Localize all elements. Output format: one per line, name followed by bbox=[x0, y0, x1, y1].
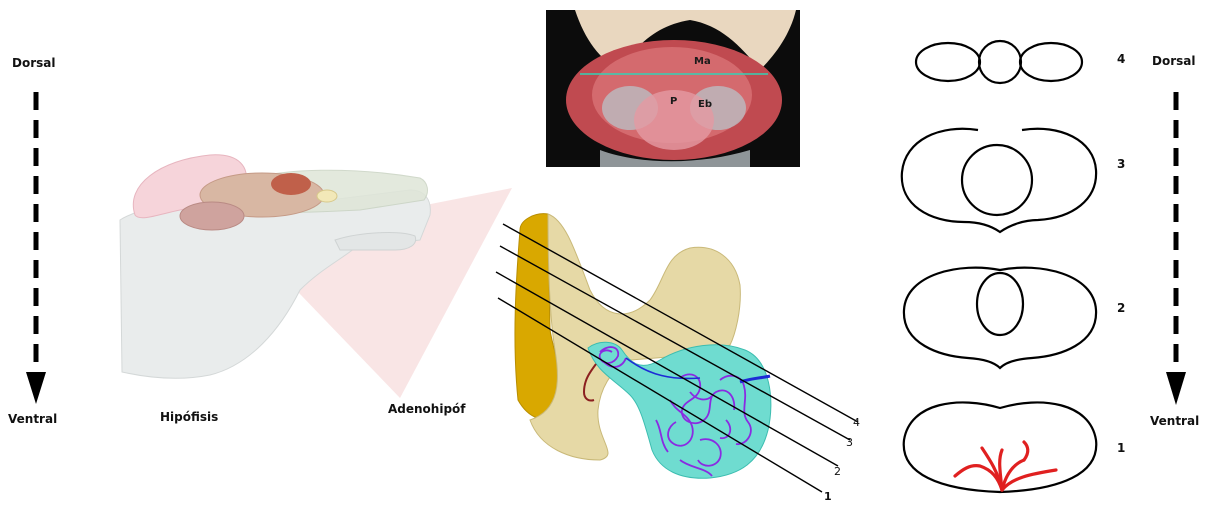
red-vessels bbox=[955, 442, 1056, 490]
dissection-photo bbox=[546, 10, 800, 167]
cross-section-1 bbox=[904, 402, 1097, 492]
photo-label-ma: Ma bbox=[694, 56, 711, 67]
cross-section-3 bbox=[902, 129, 1096, 232]
cross-section-number-2: 2 bbox=[1117, 301, 1125, 315]
cut-line-label-2: 2 bbox=[834, 465, 841, 478]
cross-section-number-1: 1 bbox=[1117, 441, 1125, 455]
cut-line-label-4: 4 bbox=[853, 416, 860, 429]
hypophysis-shape bbox=[271, 173, 311, 195]
cut-line-label-3: 3 bbox=[846, 436, 853, 449]
photo-label-p: P bbox=[670, 96, 677, 107]
right-dorsal-ventral-arrow bbox=[1166, 92, 1186, 405]
hypophysis-label: Hipófisis bbox=[160, 410, 218, 424]
right-dorsal-label: Dorsal bbox=[1152, 54, 1195, 68]
cross-section-4 bbox=[916, 41, 1082, 83]
left-dorsal-ventral-arrow bbox=[26, 92, 46, 404]
cross-section-number-3: 3 bbox=[1117, 157, 1125, 171]
photo-label-eb: Eb bbox=[698, 99, 712, 110]
adenohypophysis-section-diagram bbox=[496, 214, 858, 492]
right-ventral-label: Ventral bbox=[1150, 414, 1199, 428]
cut-line-label-1: 1 bbox=[824, 490, 832, 503]
left-ventral-label: Ventral bbox=[8, 412, 57, 426]
adenohypophysis-label: Adenohipóf bbox=[388, 402, 466, 416]
cross-section-number-4: 4 bbox=[1117, 52, 1125, 66]
left-dorsal-label: Dorsal bbox=[12, 56, 55, 70]
cross-section-2 bbox=[904, 268, 1096, 368]
